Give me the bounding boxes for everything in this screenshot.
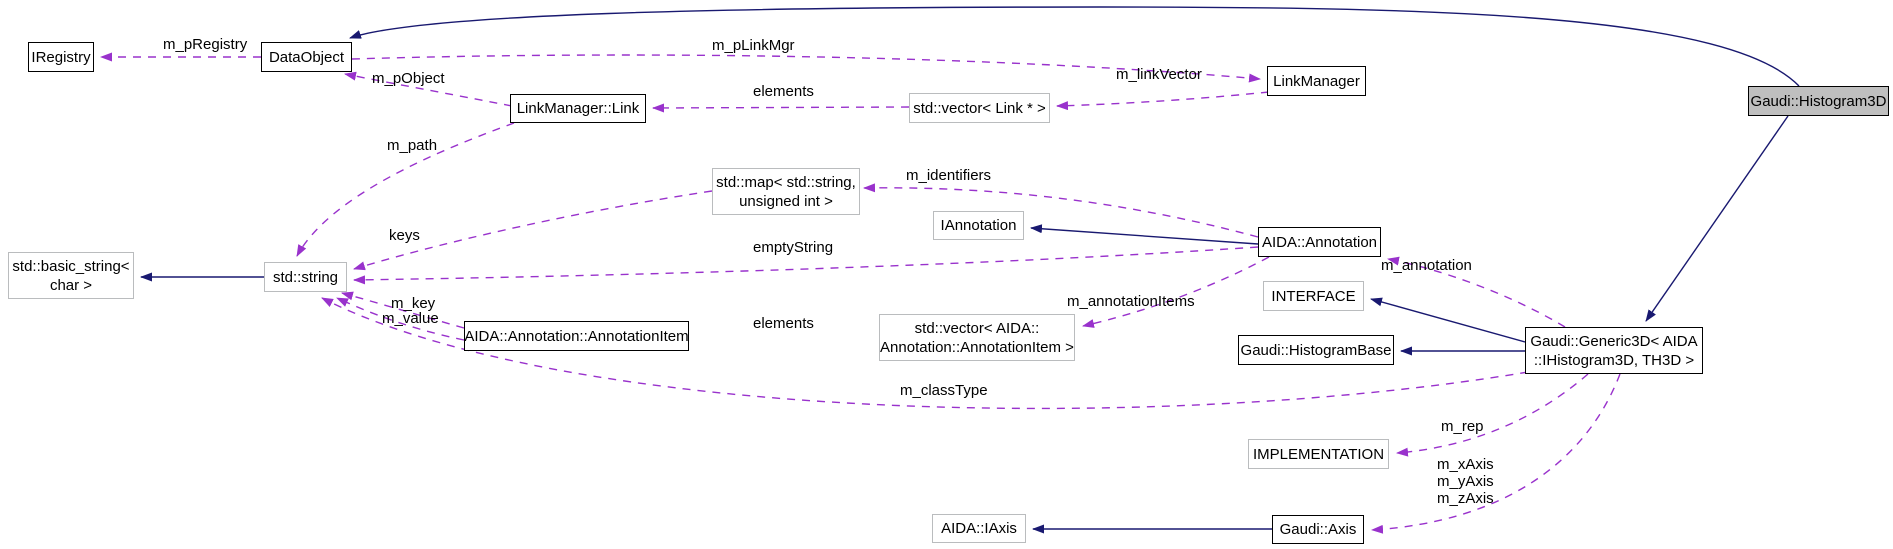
node-label: AIDA::Annotation::AnnotationItem (464, 327, 689, 345)
node-label-line1: std::basic_string< (12, 257, 130, 275)
node-std-vector-link[interactable]: std::vector< Link * > (909, 93, 1050, 123)
node-annotationitem[interactable]: AIDA::Annotation::AnnotationItem (464, 321, 689, 351)
node-label: std::string (272, 268, 339, 286)
edge-annotation-to-iannotation (1030, 224, 1259, 245)
node-std-map[interactable]: std::map< std::string, unsigned int > (712, 168, 860, 215)
edge-m-rep (1396, 373, 1589, 457)
edge-label-m-pregistry: m_pRegistry (163, 36, 248, 53)
node-label: DataObject (268, 48, 345, 66)
edge-keys (353, 190, 713, 271)
edge-label-m-rep: m_rep (1441, 418, 1484, 435)
edge-m-plinkmgr (351, 54, 1261, 83)
edge-m-axes (1371, 373, 1621, 534)
node-label: Gaudi::HistogramBase (1240, 341, 1392, 359)
edge-label-m-identifiers: m_identifiers (906, 167, 992, 184)
node-std-vector-annotationitem[interactable]: std::vector< AIDA:: Annotation::Annotati… (879, 314, 1075, 361)
node-label: LinkManager (1273, 72, 1360, 90)
node-label-line1: std::vector< AIDA:: (914, 319, 1040, 337)
edge-label-m-annotationitems: m_annotationItems (1067, 293, 1195, 310)
node-label: INTERFACE (1271, 287, 1356, 305)
edge-label-axes: m_xAxis m_yAxis m_zAxis (1437, 456, 1494, 507)
edge-elements-top (652, 103, 910, 113)
edge-generic3d-to-interface (1370, 297, 1526, 343)
edge-histogram3d-to-generic3d (1645, 115, 1789, 322)
node-label-line2: char > (49, 276, 93, 294)
node-std-string[interactable]: std::string (264, 262, 347, 292)
node-gaudi-histogram3d-current: Gaudi::Histogram3D (1748, 86, 1889, 116)
edge-histogram3d-to-dataobject (349, 6, 1800, 87)
node-label: Gaudi::Histogram3D (1750, 92, 1887, 110)
node-label: AIDA::Annotation (1261, 233, 1378, 251)
edge-label-m-key: m_key (391, 295, 436, 312)
edge-label-m-value: m_value (382, 310, 439, 327)
node-implementation[interactable]: IMPLEMENTATION (1248, 439, 1389, 469)
edge-label-elements-top: elements (753, 83, 814, 100)
edge-m-path (296, 122, 515, 257)
edge-label-m-yaxis: m_yAxis (1437, 473, 1494, 490)
usage-edges (100, 52, 1621, 534)
edge-m-key (341, 291, 465, 329)
node-iannotation[interactable]: IAnnotation (933, 211, 1024, 240)
edge-label-m-zaxis: m_zAxis (1437, 490, 1494, 507)
node-label: AIDA::IAxis (941, 520, 1017, 537)
edge-m-annotation (1387, 256, 1566, 328)
edge-m-annotationitems (1082, 256, 1270, 328)
node-linkmanager[interactable]: LinkManager (1267, 66, 1366, 96)
edge-label-emptystring: emptyString (753, 239, 834, 256)
edge-label-elements-bottom: elements (753, 315, 814, 332)
edge-m-identifiers (863, 183, 1259, 238)
node-std-basic-string[interactable]: std::basic_string< char > (8, 252, 134, 299)
edge-label-keys: keys (389, 227, 420, 244)
node-gaudi-generic3d[interactable]: Gaudi::Generic3D< AIDA ::IHistogram3D, T… (1525, 327, 1703, 374)
edge-label-m-xaxis: m_xAxis (1437, 456, 1494, 473)
node-label: IRegistry (31, 48, 91, 66)
node-label: LinkManager::Link (516, 100, 640, 117)
node-label: IAnnotation (940, 217, 1017, 234)
edge-label-m-pobject: m_pObject (372, 70, 445, 87)
node-label-line1: Gaudi::Generic3D< AIDA (1530, 332, 1698, 350)
node-label-line2: ::IHistogram3D, TH3D > (1533, 351, 1695, 369)
edge-m-linkvector (1056, 91, 1270, 111)
node-iregistry[interactable]: IRegistry (28, 42, 94, 72)
node-label: std::vector< Link * > (913, 99, 1046, 117)
node-gaudi-axis[interactable]: Gaudi::Axis (1272, 515, 1364, 544)
edge-m-value (336, 297, 465, 341)
edge-m-pobject (344, 71, 513, 107)
node-aida-annotation[interactable]: AIDA::Annotation (1258, 227, 1381, 257)
edge-emptystring (353, 246, 1259, 285)
edge-label-m-linkvector: m_linkVector (1116, 66, 1202, 83)
node-gaudi-histogrambase[interactable]: Gaudi::HistogramBase (1238, 335, 1394, 365)
node-label-line2: unsigned int > (739, 192, 833, 210)
node-label-line2: Annotation::AnnotationItem > (880, 338, 1074, 356)
edge-label-m-path: m_path (387, 137, 438, 154)
inheritance-edges (140, 6, 1800, 534)
edge-label-m-classtype: m_classType (900, 382, 988, 399)
edge-m-classtype (321, 297, 1529, 410)
node-label-line1: std::map< std::string, (716, 173, 856, 191)
edge-label-m-plinkmgr: m_pLinkMgr (712, 37, 795, 54)
node-interface[interactable]: INTERFACE (1263, 281, 1364, 311)
node-linkmanager-link[interactable]: LinkManager::Link (510, 94, 646, 123)
node-label: IMPLEMENTATION (1252, 445, 1385, 463)
edge-label-m-annotation: m_annotation (1381, 257, 1472, 274)
node-aida-iaxis[interactable]: AIDA::IAxis (932, 514, 1026, 543)
node-label: Gaudi::Axis (1279, 521, 1357, 538)
node-dataobject[interactable]: DataObject (261, 42, 352, 72)
